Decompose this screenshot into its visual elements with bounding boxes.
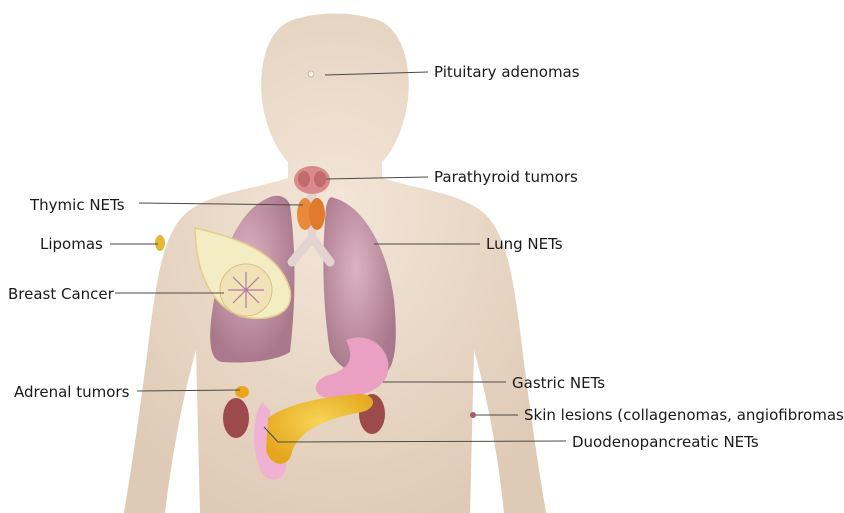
label-parathyroid-tumors: Parathyroid tumors	[434, 168, 578, 186]
label-pituitary-adenomas: Pituitary adenomas	[434, 63, 580, 81]
label-adrenal-tumors: Adrenal tumors	[14, 383, 129, 401]
breast-lobules	[228, 272, 264, 308]
label-duodenopancreatic-nets: Duodenopancreatic NETs	[572, 433, 759, 451]
label-skin-lesions: Skin lesions (collagenomas, angiofibroma…	[524, 406, 844, 424]
skin-lesion-marker	[470, 412, 476, 418]
label-breast-cancer: Breast Cancer	[8, 285, 114, 303]
pituitary-marker	[308, 71, 314, 77]
label-lipomas: Lipomas	[40, 235, 103, 253]
adrenal-gland	[235, 386, 249, 398]
left-kidney	[223, 398, 249, 438]
label-gastric-nets: Gastric NETs	[512, 374, 605, 392]
label-thymic-nets: Thymic NETs	[30, 196, 125, 214]
lipoma-marker	[155, 235, 165, 251]
thyroid	[294, 166, 330, 194]
label-lung-nets: Lung NETs	[486, 235, 563, 253]
